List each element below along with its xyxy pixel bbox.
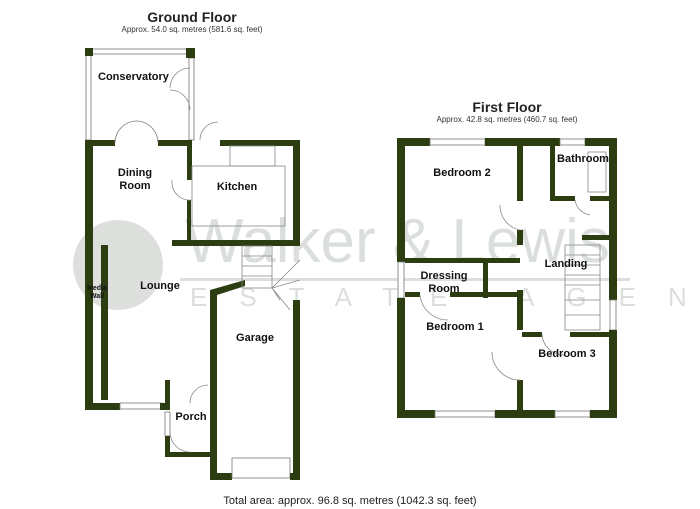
room-landing: Landing xyxy=(545,258,588,270)
ground-floor-title: Ground Floor xyxy=(147,9,237,25)
media-wall-1: Media xyxy=(87,285,107,292)
room-dressing-1: Dressing xyxy=(420,270,467,282)
watermark-logo xyxy=(73,220,163,310)
total-area: Total area: approx. 96.8 sq. metres (104… xyxy=(223,495,476,507)
room-dining-1: Dining xyxy=(118,167,152,179)
room-porch: Porch xyxy=(175,411,206,423)
watermark: Walker & Lewis ESTATE AGENTS xyxy=(73,207,700,312)
room-dressing-2: Room xyxy=(428,283,459,295)
room-dining-2: Room xyxy=(119,180,150,192)
room-garage: Garage xyxy=(236,332,274,344)
media-wall-2: Wall xyxy=(90,293,104,300)
room-bedroom-2: Bedroom 2 xyxy=(433,167,490,179)
room-bathroom: Bathroom xyxy=(557,153,609,165)
ground-floor-area: Approx. 54.0 sq. metres (581.6 sq. feet) xyxy=(122,25,263,34)
room-lounge: Lounge xyxy=(140,280,180,292)
room-bedroom-1: Bedroom 1 xyxy=(426,321,483,333)
ground-floor-plan xyxy=(85,48,301,480)
first-floor-plan xyxy=(397,138,617,418)
room-kitchen: Kitchen xyxy=(217,181,258,193)
room-conservatory: Conservatory xyxy=(98,71,170,83)
first-floor-title: First Floor xyxy=(472,99,542,115)
first-floor-area: Approx. 42.8 sq. metres (460.7 sq. feet) xyxy=(437,115,578,124)
room-labels: Conservatory Dining Room Kitchen Media W… xyxy=(87,71,609,423)
room-bedroom-3: Bedroom 3 xyxy=(538,348,595,360)
